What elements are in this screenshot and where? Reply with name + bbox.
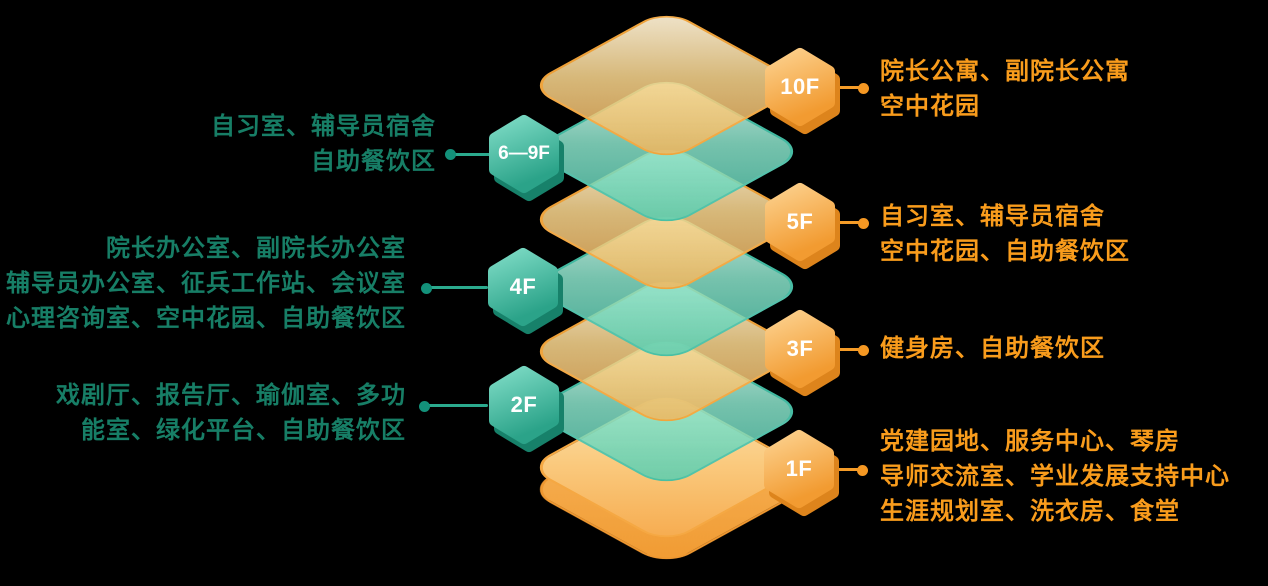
connector-dot-6-9f xyxy=(445,149,456,160)
hexagon-icon xyxy=(489,366,564,452)
floor-description-4f: 院长办公室、副院长办公室 辅导员办公室、征兵工作站、会议室 心理咨询室、空中花园… xyxy=(6,231,406,336)
description-line: 自助餐饮区 xyxy=(311,148,436,175)
floor-badge-label: 6—9F xyxy=(498,143,550,164)
floor-badge-5f: 5F xyxy=(760,181,840,273)
description-line: 党建园地、服务中心、琴房 xyxy=(880,428,1180,455)
floor-description-5f: 自习室、辅导员宿舍 空中花园、自助餐饮区 xyxy=(880,199,1130,269)
hexagon-icon xyxy=(765,48,840,134)
floor-badge-label: 1F xyxy=(785,456,813,481)
floor-description-2f: 戏剧厅、报告厅、瑜伽室、多功 能室、绿化平台、自助餐饮区 xyxy=(56,378,406,448)
connector-line-4f xyxy=(426,286,488,289)
description-line: 自习室、辅导员宿舍 xyxy=(880,203,1105,230)
connector-dot-5f xyxy=(858,218,869,229)
hexagon-icon xyxy=(489,115,564,201)
description-line: 健身房、自助餐饮区 xyxy=(880,335,1105,362)
connector-dot-4f xyxy=(421,283,432,294)
connector-dot-2f xyxy=(419,401,430,412)
connector-dot-3f xyxy=(858,345,869,356)
description-line: 辅导员办公室、征兵工作站、会议室 xyxy=(6,270,406,297)
floor-badge-6-9f: 6—9F xyxy=(484,113,564,205)
connector-dot-10f xyxy=(858,83,869,94)
hexagon-icon xyxy=(488,248,563,334)
description-line: 院长办公室、副院长办公室 xyxy=(106,235,406,262)
floor-badge-label: 3F xyxy=(786,336,814,361)
description-line: 空中花园、自助餐饮区 xyxy=(880,238,1130,265)
floor-description-6-9f: 自习室、辅导员宿舍 自助餐饮区 xyxy=(211,109,436,179)
floor-badge-3f: 3F xyxy=(760,308,840,400)
description-line: 戏剧厅、报告厅、瑜伽室、多功 xyxy=(56,382,406,409)
description-line: 空中花园 xyxy=(880,93,980,120)
description-line: 院长公寓、副院长公寓 xyxy=(880,58,1130,85)
hexagon-icon xyxy=(765,183,840,269)
description-line: 生涯规划室、洗衣房、食堂 xyxy=(880,498,1180,525)
floor-badge-label: 2F xyxy=(510,392,538,417)
floor-badge-label: 5F xyxy=(786,209,814,234)
connector-dot-1f xyxy=(857,465,868,476)
description-line: 导师交流室、学业发展支持中心 xyxy=(880,463,1230,490)
floor-badge-10f: 10F xyxy=(760,46,840,138)
connector-line-10f xyxy=(834,86,860,89)
connector-line-6-9f xyxy=(450,153,495,156)
connector-line-2f xyxy=(424,404,488,407)
floor-description-3f: 健身房、自助餐饮区 xyxy=(880,331,1105,366)
floor-badge-label: 4F xyxy=(509,274,537,299)
hexagon-icon xyxy=(764,430,839,516)
floor-description-10f: 院长公寓、副院长公寓 空中花园 xyxy=(880,54,1130,124)
floor-badge-2f: 2F xyxy=(484,364,564,456)
description-line: 能室、绿化平台、自助餐饮区 xyxy=(81,417,406,444)
connector-line-3f xyxy=(834,348,860,351)
floor-badge-4f: 4F xyxy=(483,246,563,338)
connector-line-1f xyxy=(833,468,859,471)
connector-line-5f xyxy=(834,221,860,224)
hexagon-icon xyxy=(765,310,840,396)
description-line: 自习室、辅导员宿舍 xyxy=(211,113,436,140)
description-line: 心理咨询室、空中花园、自助餐饮区 xyxy=(6,305,406,332)
floor-badge-1f: 1F xyxy=(759,428,839,520)
floor-badge-label: 10F xyxy=(780,74,820,99)
floor-description-1f: 党建园地、服务中心、琴房 导师交流室、学业发展支持中心 生涯规划室、洗衣房、食堂 xyxy=(880,424,1230,529)
